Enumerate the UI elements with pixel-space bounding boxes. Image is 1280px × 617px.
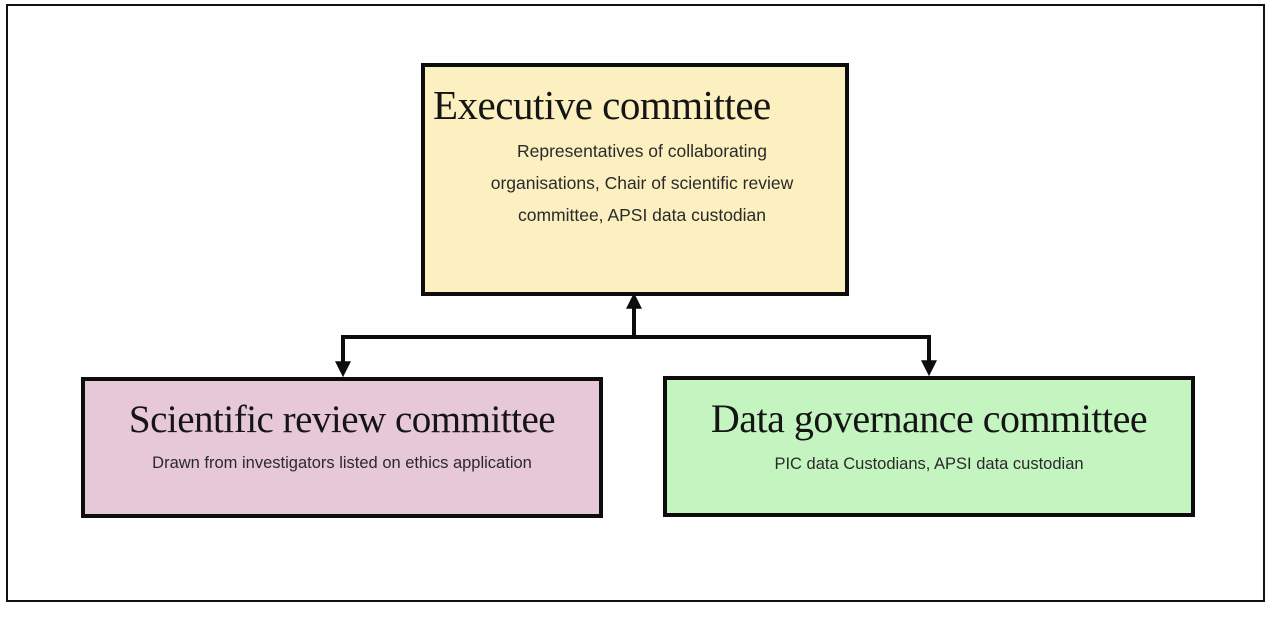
- scientific-review-committee-box: Scientific review committee Drawn from i…: [81, 377, 603, 518]
- scientific-review-committee-title: Scientific review committee: [128, 398, 556, 441]
- scientific-review-committee-description: Drawn from investigators listed on ethic…: [152, 454, 532, 472]
- executive-committee-description: Representatives of collaborating organis…: [425, 135, 845, 231]
- data-governance-committee-box: Data governance committee PIC data Custo…: [663, 376, 1195, 517]
- executive-committee-box: Executive committee Representatives of c…: [421, 63, 849, 296]
- executive-committee-description-text: Representatives of collaborating organis…: [490, 141, 794, 225]
- data-governance-committee-description: PIC data Custodians, APSI data custodian: [774, 455, 1084, 473]
- executive-committee-title: Executive committee: [433, 82, 771, 128]
- data-governance-committee-title: Data governance committee: [710, 396, 1148, 441]
- diagram-frame: [6, 4, 1265, 602]
